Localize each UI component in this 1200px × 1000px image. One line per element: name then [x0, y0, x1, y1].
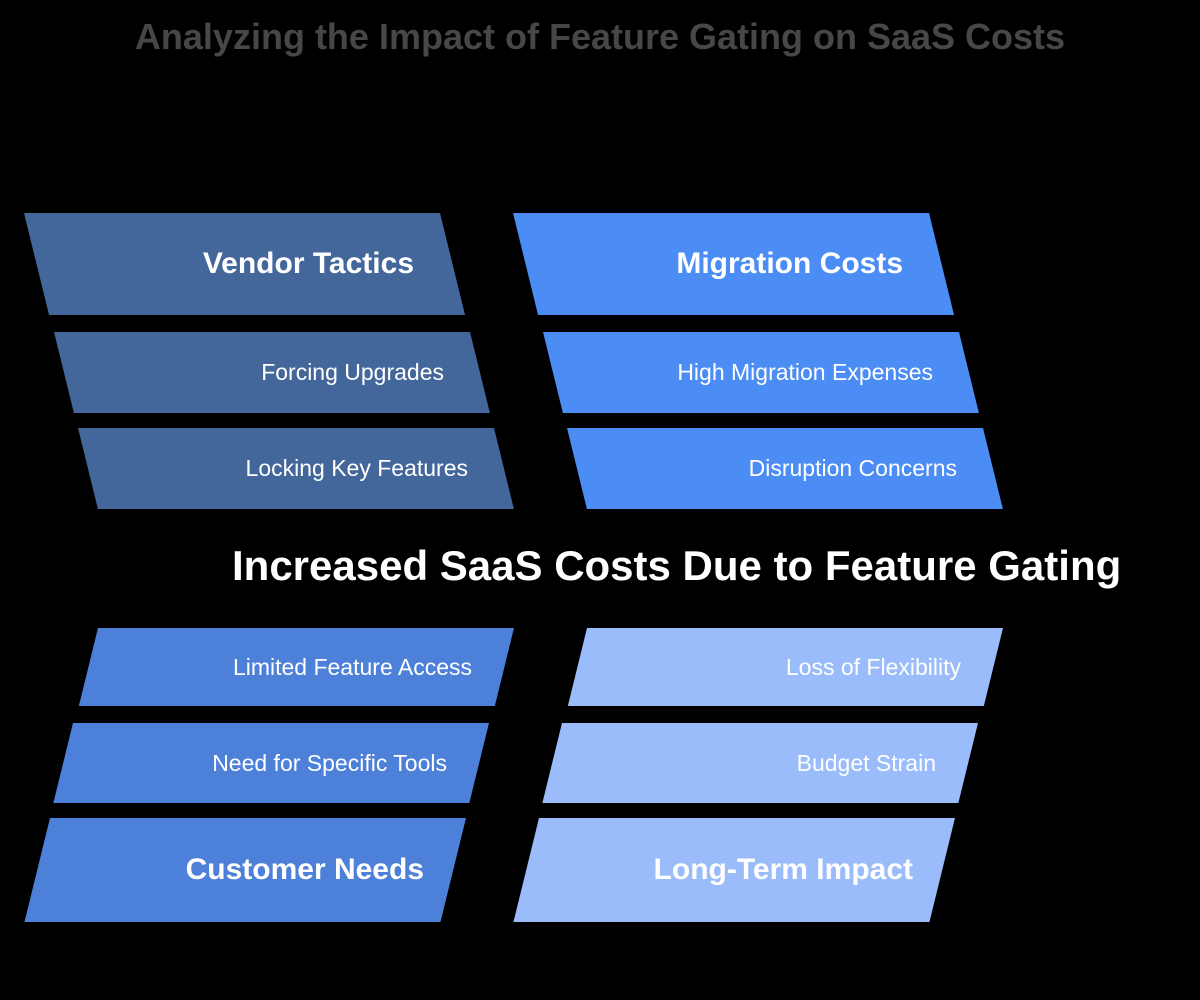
customer-needs-header-label: Customer Needs	[185, 853, 424, 886]
vendor-tactics-item-label: Locking Key Features	[245, 455, 468, 481]
migration-costs-header-bar: Migration Costs	[513, 213, 955, 315]
migration-costs-item-label: High Migration Expenses	[677, 359, 933, 385]
long-term-impact-header-bar: Long-Term Impact	[513, 818, 955, 922]
customer-needs-item-bar: Need for Specific Tools	[53, 723, 490, 803]
long-term-impact-item-label: Budget Strain	[796, 749, 936, 776]
long-term-impact-item-bar: Loss of Flexibility	[567, 628, 1003, 706]
diagram-title: Analyzing the Impact of Feature Gating o…	[134, 16, 1066, 57]
vendor-tactics-item-bar: Locking Key Features	[78, 428, 514, 509]
customer-needs-item-label: Need for Specific Tools	[212, 749, 447, 776]
long-term-impact-item-label: Loss of Flexibility	[785, 653, 961, 680]
migration-costs-item-bar: Disruption Concerns	[567, 428, 1003, 509]
migration-costs-header-label: Migration Costs	[676, 247, 903, 280]
migration-costs-item-bar: High Migration Expenses	[543, 332, 979, 413]
vendor-tactics-header-bar: Vendor Tactics	[24, 213, 466, 315]
customer-needs-item-label: Limited Feature Access	[232, 653, 472, 680]
migration-costs-item-label: Disruption Concerns	[748, 455, 957, 481]
center-statement: Increased SaaS Costs Due to Feature Gati…	[232, 542, 1122, 589]
customer-needs-header-bar: Customer Needs	[24, 818, 467, 922]
vendor-tactics-header-label: Vendor Tactics	[202, 247, 414, 280]
vendor-tactics-item-label: Forcing Upgrades	[261, 359, 444, 385]
customer-needs-item-bar: Limited Feature Access	[78, 628, 514, 706]
vendor-tactics-item-bar: Forcing Upgrades	[54, 332, 490, 413]
long-term-impact-header-label: Long-Term Impact	[653, 853, 913, 886]
long-term-impact-item-bar: Budget Strain	[542, 723, 978, 803]
